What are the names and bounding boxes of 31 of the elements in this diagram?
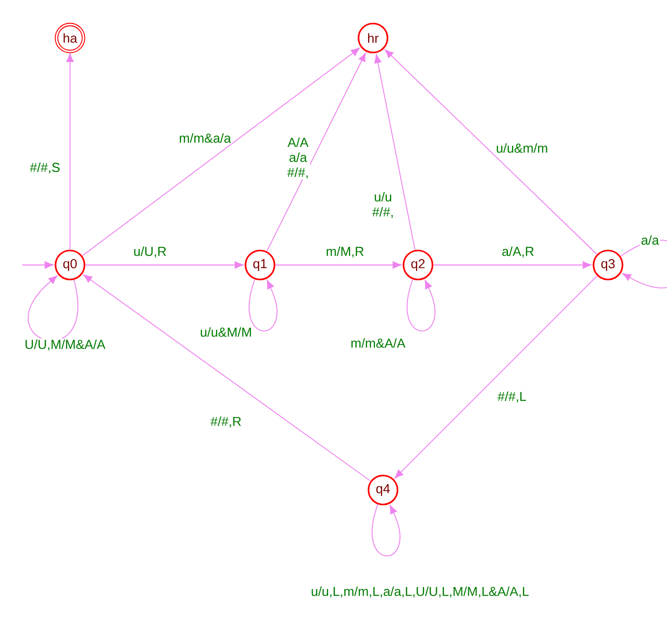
- edge-label: a/a: [642, 235, 660, 245]
- edge-label: #/#,L: [498, 391, 526, 403]
- self-loop-arrow: [406, 278, 436, 332]
- arrow: [82, 48, 360, 256]
- arrow: [66, 53, 74, 250]
- edge-label: A/A a/a #/#,: [287, 137, 308, 179]
- edge-label: u/u #/#,: [372, 192, 393, 218]
- edge-label: u/u,L,m/m,L,a/a,L,U/U,L,M/M,L&A/A,L: [312, 586, 529, 598]
- self-loop-arrow: [248, 278, 278, 332]
- edge-label: u/u&M/M: [200, 327, 251, 337]
- arrow: [266, 52, 366, 252]
- self-loop-arrow: [620, 240, 667, 288]
- edge-label: m/m&a/a: [180, 133, 231, 143]
- arrow: [274, 261, 402, 269]
- arrow: [374, 54, 416, 250]
- arrow: [432, 261, 592, 269]
- edge-label: u/U,R: [134, 246, 166, 258]
- edge-label: #/#,S: [30, 162, 60, 174]
- edge-label: m/M,R: [326, 246, 364, 258]
- edge-label: #/#,R: [210, 416, 241, 428]
- self-loop-arrow: [372, 504, 400, 556]
- edge-label: a/A,R: [502, 246, 534, 258]
- self-loop-arrow: [28, 276, 78, 342]
- edge-label: m/m&A/A: [351, 338, 406, 348]
- arrow: [394, 275, 598, 478]
- edge-label: U/U,M/M&A/A: [26, 339, 106, 351]
- start-arrow: [22, 261, 54, 269]
- edge-label: u/u&m/m: [496, 143, 548, 153]
- arrow: [84, 261, 244, 269]
- arrow: [83, 274, 372, 482]
- arrow: [384, 49, 598, 255]
